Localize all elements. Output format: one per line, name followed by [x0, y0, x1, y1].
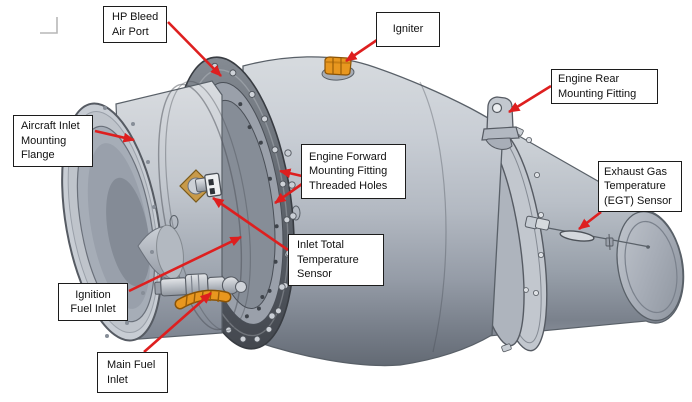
arrow-rear-mount [508, 84, 552, 114]
arrow-hp-bleed [167, 21, 222, 77]
callout-engine-rear-mounting-fitting: Engine Rear Mounting Fitting [551, 69, 658, 104]
callout-label: Inlet Total Temperature Sensor [297, 239, 359, 281]
callout-igniter: Igniter [376, 12, 440, 47]
arrow-inlet-flange [94, 129, 135, 143]
callout-arrows [94, 21, 602, 353]
rear-mounting-tab [481, 96, 520, 150]
arrow-egt [578, 210, 602, 231]
callout-inlet-total-temperature-sensor: Inlet Total Temperature Sensor [288, 234, 384, 286]
egt-sensor-probe [524, 215, 651, 251]
arrow-igniter [345, 38, 378, 63]
callout-hp-bleed-air-port: HP Bleed Air Port [103, 6, 167, 43]
callout-label: Engine Forward Mounting Fitting Threaded… [309, 150, 388, 192]
callout-label: Ignition Fuel Inlet [70, 288, 116, 316]
callout-engine-forward-mounting-fitting-threaded-holes: Engine Forward Mounting Fitting Threaded… [301, 144, 406, 199]
callout-label: Engine Rear Mounting Fitting [558, 73, 637, 100]
callout-label: Igniter [392, 23, 424, 36]
arrow-fwd-mount-upper [279, 168, 303, 179]
arrow-inlet-temp [212, 196, 289, 252]
spinner-cone [137, 224, 184, 280]
corner-mark [40, 17, 58, 34]
callout-exhaust-gas-temperature-egt-sensor: Exhaust Gas Temperature (EGT) Sensor [598, 161, 682, 212]
callout-main-fuel-inlet: Main Fuel Inlet [97, 352, 168, 393]
arrow-main-fuel [143, 292, 212, 353]
callout-label: Main Fuel Inlet [107, 359, 156, 386]
igniter-part [321, 56, 355, 81]
fuel-fitting-assembly [154, 273, 247, 297]
arrow-ignition-fuel [128, 235, 242, 293]
callout-ignition-fuel-inlet: Ignition Fuel Inlet [58, 283, 128, 321]
callout-label: HP Bleed Air Port [112, 11, 159, 38]
callout-aircraft-inlet-mounting-flange: Aircraft Inlet Mounting Flange [13, 115, 93, 167]
callout-label: Exhaust Gas Temperature (EGT) Sensor [604, 165, 672, 207]
callout-label: Aircraft Inlet Mounting Flange [21, 120, 80, 162]
inlet-temperature-sensor-part [179, 169, 222, 203]
arrow-fwd-mount-lower [274, 182, 303, 205]
